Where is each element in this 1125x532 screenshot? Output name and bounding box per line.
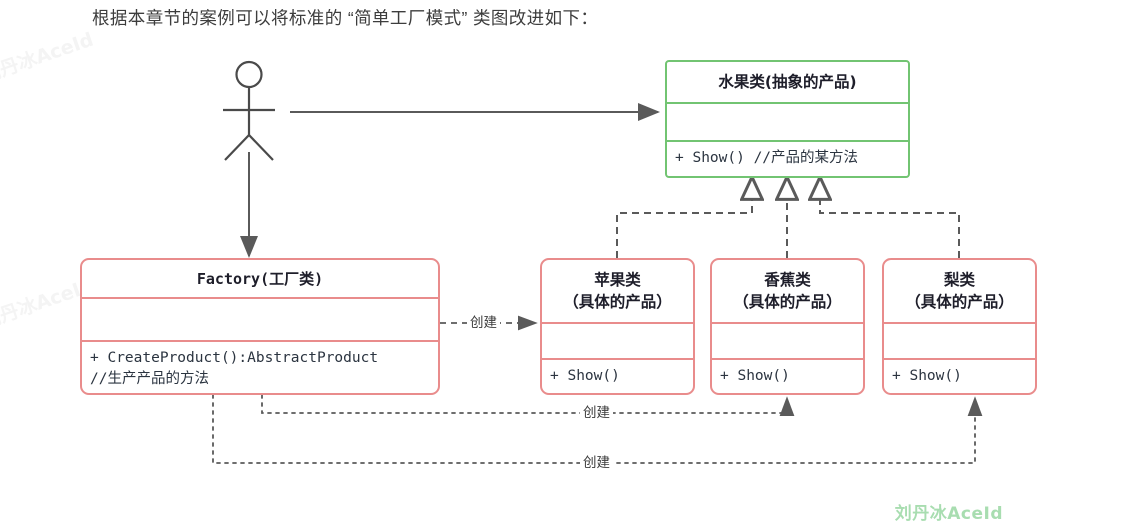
class-title-apple-line1: 苹果类 (594, 271, 641, 289)
class-box-apple[interactable]: 苹果类 （具体的产品） + Show() (540, 258, 695, 395)
edge-label-create-banana: 创建 (580, 405, 613, 421)
actor-stick-figure (223, 60, 275, 161)
edge-pear-realizes-abstract (820, 178, 960, 258)
class-title-apple-line2: （具体的产品） (563, 293, 672, 311)
class-attributes-banana (712, 322, 863, 358)
edge-factory-creates-banana (261, 394, 795, 416)
class-box-pear[interactable]: 梨类 （具体的产品） + Show() (882, 258, 1037, 395)
class-title-pear-line2: （具体的产品） (905, 293, 1014, 311)
class-title-pear-line1: 梨类 (943, 271, 975, 289)
class-box-abstract-product[interactable]: 水果类(抽象的产品) + Show() //产品的某方法 (665, 60, 910, 178)
watermark-faint-top: 刘丹冰AceId (0, 28, 97, 88)
class-operations-factory: + CreateProduct():AbstractProduct //生产产品… (82, 340, 438, 393)
class-title-factory: Factory(工厂类) (196, 269, 324, 288)
edge-label-create-apple: 创建 (467, 315, 500, 331)
edge-apple-realizes-abstract (616, 178, 752, 258)
class-box-factory[interactable]: Factory(工厂类) + CreateProduct():AbstractP… (80, 258, 440, 395)
class-attributes-pear (884, 322, 1035, 358)
class-attributes-apple (542, 322, 693, 358)
class-attributes-factory (82, 297, 438, 340)
watermark-signature: 刘丹冰AceId (894, 504, 1003, 524)
class-title-banana-line1: 香蕉类 (764, 271, 811, 289)
class-title-apple: 苹果类 （具体的产品） (542, 260, 693, 322)
class-attributes-abstract-product (667, 102, 908, 140)
class-title-banana-line2: （具体的产品） (733, 293, 842, 311)
page-caption: 根据本章节的案例可以将标准的 “简单工厂模式” 类图改进如下： (92, 8, 599, 28)
class-title-banana: 香蕉类 （具体的产品） (712, 260, 863, 322)
class-operations-pear: + Show() (884, 358, 1035, 393)
class-operations-banana: + Show() (712, 358, 863, 393)
edge-label-create-pear: 创建 (580, 455, 613, 471)
class-operations-apple: + Show() (542, 358, 693, 393)
class-operations-abstract-product: + Show() //产品的某方法 (667, 140, 908, 176)
class-title-pear: 梨类 （具体的产品） (884, 260, 1035, 322)
class-box-banana[interactable]: 香蕉类 （具体的产品） + Show() (710, 258, 865, 395)
class-title-abstract-product: 水果类(抽象的产品) (718, 73, 857, 91)
